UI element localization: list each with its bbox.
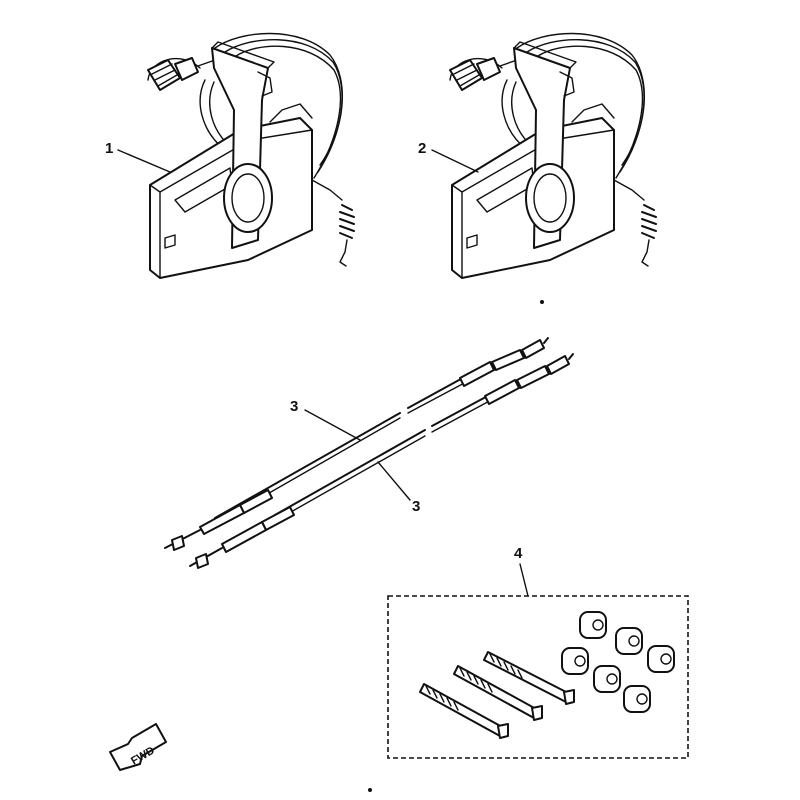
remote-control-box-1 — [147, 32, 355, 279]
control-cable-upper — [164, 337, 549, 551]
spring-lanyard-2 — [613, 179, 657, 267]
leader-line-4 — [519, 563, 529, 597]
bushing-3 — [647, 645, 675, 673]
control-cable-lower — [189, 353, 574, 569]
connector-plug-1 — [147, 57, 216, 91]
bolt-2 — [453, 665, 543, 721]
callout-4: 4 — [514, 545, 523, 562]
callout-3-lower: 3 — [412, 498, 420, 515]
leader-line-1 — [117, 149, 171, 173]
hardware-kit-box — [387, 595, 689, 759]
speck — [368, 788, 372, 792]
fwd-arrow-icon: FWD — [109, 723, 167, 771]
bushing-4 — [561, 647, 589, 675]
speck — [540, 300, 544, 304]
bushing-2 — [615, 627, 643, 655]
bushing-5 — [593, 665, 621, 693]
callout-1: 1 — [105, 140, 113, 157]
bolt-3 — [419, 683, 509, 739]
bushing-1 — [579, 611, 607, 639]
hardware-kit — [419, 611, 675, 739]
bushing-6 — [623, 685, 651, 713]
connector-plug-2 — [449, 57, 518, 91]
callout-3-upper: 3 — [290, 398, 298, 415]
remote-control-box-2 — [449, 32, 657, 279]
leader-line-3-upper — [304, 409, 361, 441]
leader-line-2 — [431, 149, 479, 173]
spring-lanyard-1 — [311, 179, 355, 267]
callout-2: 2 — [418, 140, 426, 157]
bolt-1 — [483, 651, 575, 705]
leader-line-3-lower — [377, 461, 411, 501]
